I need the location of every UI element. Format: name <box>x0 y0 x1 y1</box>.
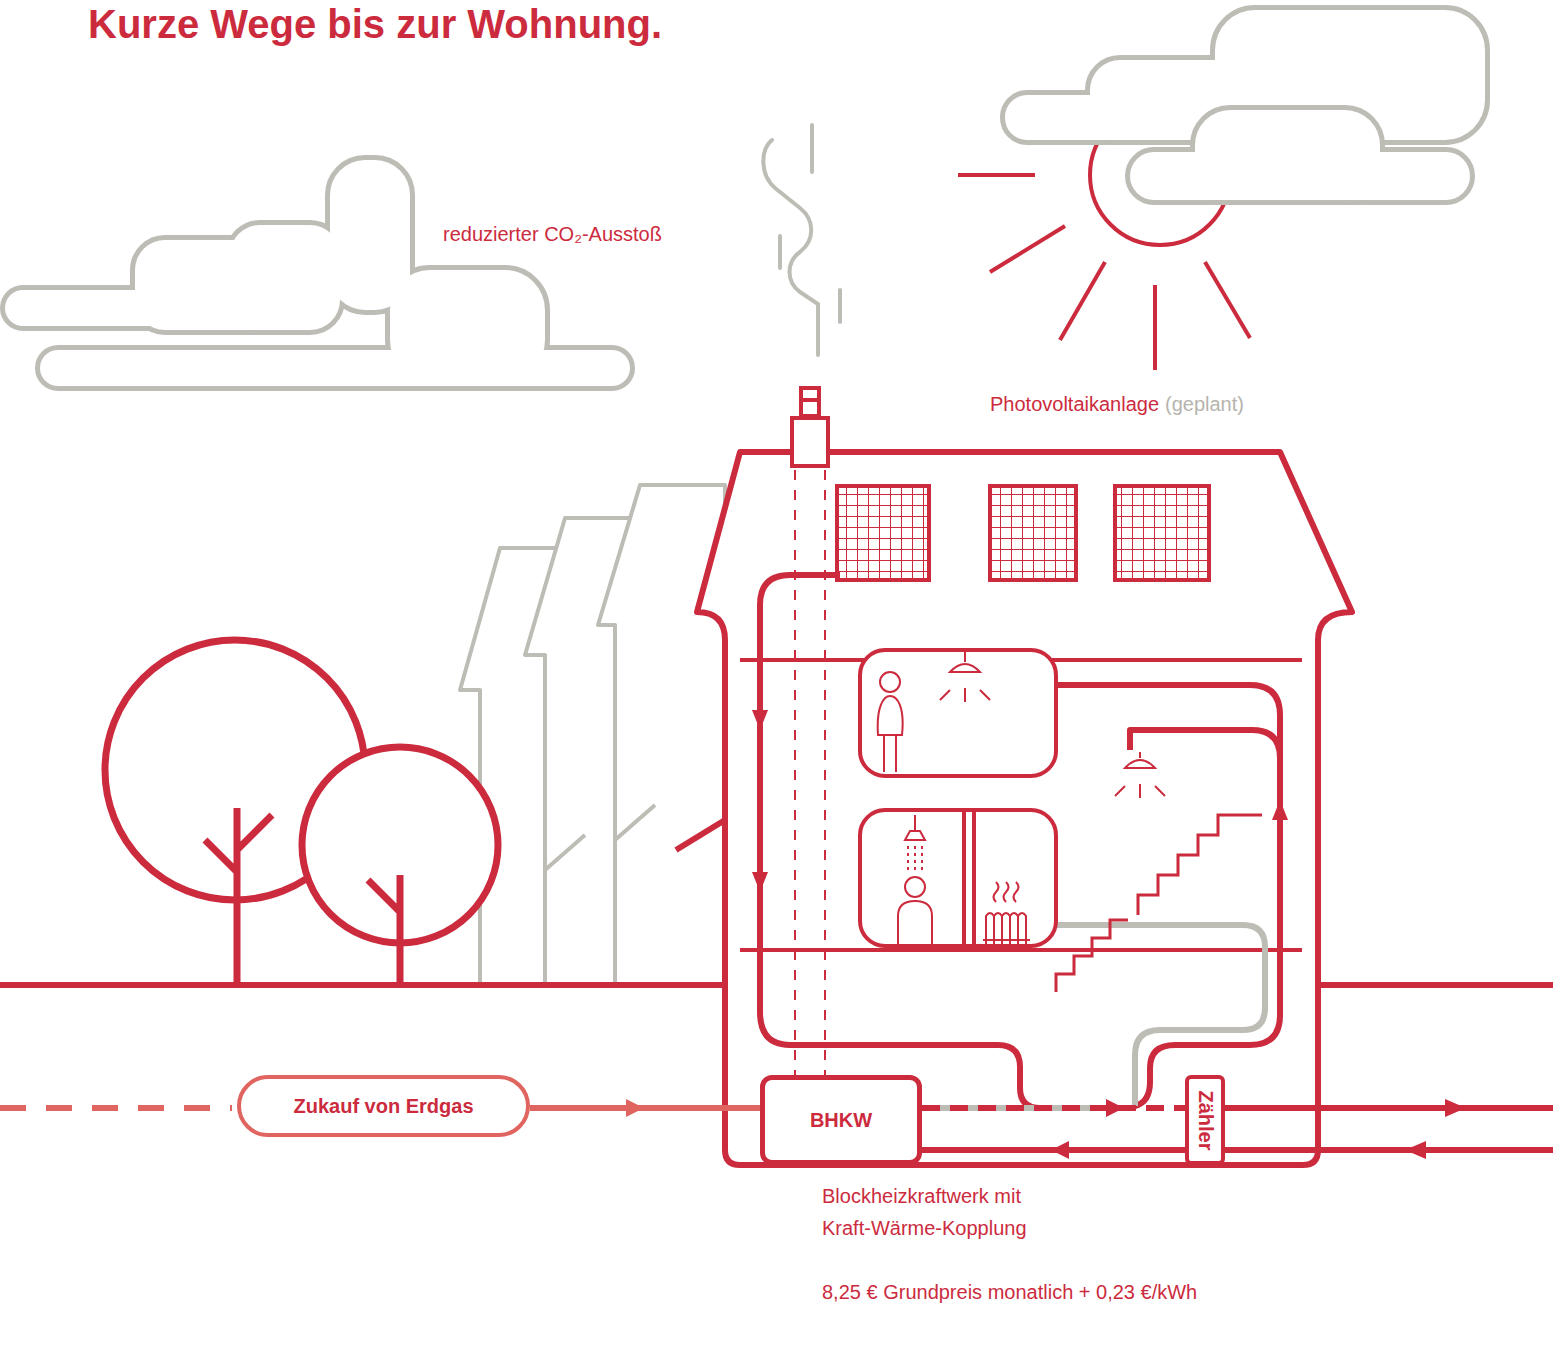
heating-pipe <box>760 575 1100 1108</box>
person <box>898 901 932 946</box>
shower <box>905 815 925 840</box>
solar-panel <box>990 486 1076 580</box>
stairs <box>1138 815 1262 915</box>
smoke <box>778 236 782 268</box>
return-connector <box>922 1147 1185 1153</box>
chimney <box>792 418 828 466</box>
smoke <box>810 125 814 172</box>
flow-arrow <box>1405 1141 1426 1159</box>
price-label: 8,25 € Grundpreis monatlich + 0,23 €/kWh <box>822 1276 1197 1308</box>
note-label: reduzierter CO₂-Ausstoß <box>443 218 662 250</box>
tree <box>205 808 400 985</box>
person <box>905 877 925 897</box>
chimney <box>794 470 796 1075</box>
room <box>860 810 1056 946</box>
ground-line <box>0 982 727 988</box>
heating-pipe <box>760 575 1280 1108</box>
cloud <box>1195 110 1380 200</box>
sun <box>1153 285 1157 370</box>
room <box>860 650 1056 946</box>
shower <box>908 846 922 874</box>
radiator <box>983 913 1030 946</box>
page-title: Kurze Wege bis zur Wohnung. <box>88 2 662 47</box>
radiator <box>983 882 1030 946</box>
status-label: (geplant) <box>1165 388 1244 420</box>
smoke <box>838 290 842 322</box>
meter-box: Zähler <box>1185 1075 1225 1165</box>
flow-arrow <box>752 872 768 892</box>
grid-line <box>1225 1147 1553 1153</box>
room <box>972 812 976 944</box>
room <box>860 650 1056 776</box>
sun <box>1060 262 1105 340</box>
sun <box>990 226 1065 272</box>
sun <box>958 173 1035 177</box>
solar-panel <box>837 486 929 580</box>
awning <box>676 820 725 850</box>
box-label: BHKW <box>810 1109 872 1132</box>
cloud <box>230 225 340 330</box>
smoke <box>763 140 818 355</box>
stairs <box>1056 920 1128 992</box>
chimney <box>824 470 826 1075</box>
flow-arrow <box>1405 1099 1466 1159</box>
radiator <box>994 882 1019 902</box>
chp-box: BHKW <box>760 1075 922 1165</box>
room <box>962 812 966 944</box>
cloud <box>390 270 545 380</box>
person <box>878 672 932 946</box>
cloud <box>1130 110 1470 200</box>
power-connector <box>922 1105 1185 1111</box>
chimney <box>792 388 828 1075</box>
water-pipe <box>1055 925 1265 1106</box>
cloud <box>1130 110 1470 200</box>
grid-line <box>1225 1105 1553 1111</box>
supply-pill: Zukauf von Erdgas <box>237 1075 530 1137</box>
solar-panel <box>1115 486 1209 580</box>
cloud <box>390 270 545 380</box>
tree <box>105 640 498 985</box>
heating-pipe <box>1058 685 1280 1106</box>
heating-pipe <box>1130 730 1280 758</box>
person <box>880 672 900 692</box>
sun <box>1205 262 1250 338</box>
person <box>878 696 903 772</box>
chimney <box>801 388 819 416</box>
neighbour-house <box>545 805 655 870</box>
gas-connector <box>530 1105 760 1111</box>
box-label: Zähler <box>1194 1090 1217 1150</box>
cloud <box>5 160 630 386</box>
solar-panel <box>837 486 1209 580</box>
neighbour-house <box>460 485 725 985</box>
chimney <box>801 398 819 402</box>
neighbour-house <box>598 485 725 985</box>
flow-arrow <box>1272 800 1288 820</box>
lamp <box>940 652 1165 798</box>
part-label: Blockheizkraftwerk mit Kraft-Wärme-Koppl… <box>822 1180 1072 1244</box>
part-label: Photovoltaikanlage <box>990 388 1159 420</box>
grid-line <box>1225 1108 1553 1150</box>
gas-line <box>0 1105 232 1111</box>
lamp <box>1115 752 1165 798</box>
ground-line <box>1316 982 1553 988</box>
flow-arrow <box>752 710 768 730</box>
stairs <box>1056 815 1262 992</box>
house <box>697 452 1352 1165</box>
flow-arrow <box>1445 1099 1466 1117</box>
cloud <box>1195 110 1380 200</box>
cloud <box>5 160 630 386</box>
box-label: Zukauf von Erdgas <box>293 1095 473 1118</box>
shower <box>905 815 925 874</box>
cloud <box>230 225 340 330</box>
lamp <box>940 652 990 702</box>
smoke <box>763 125 840 355</box>
